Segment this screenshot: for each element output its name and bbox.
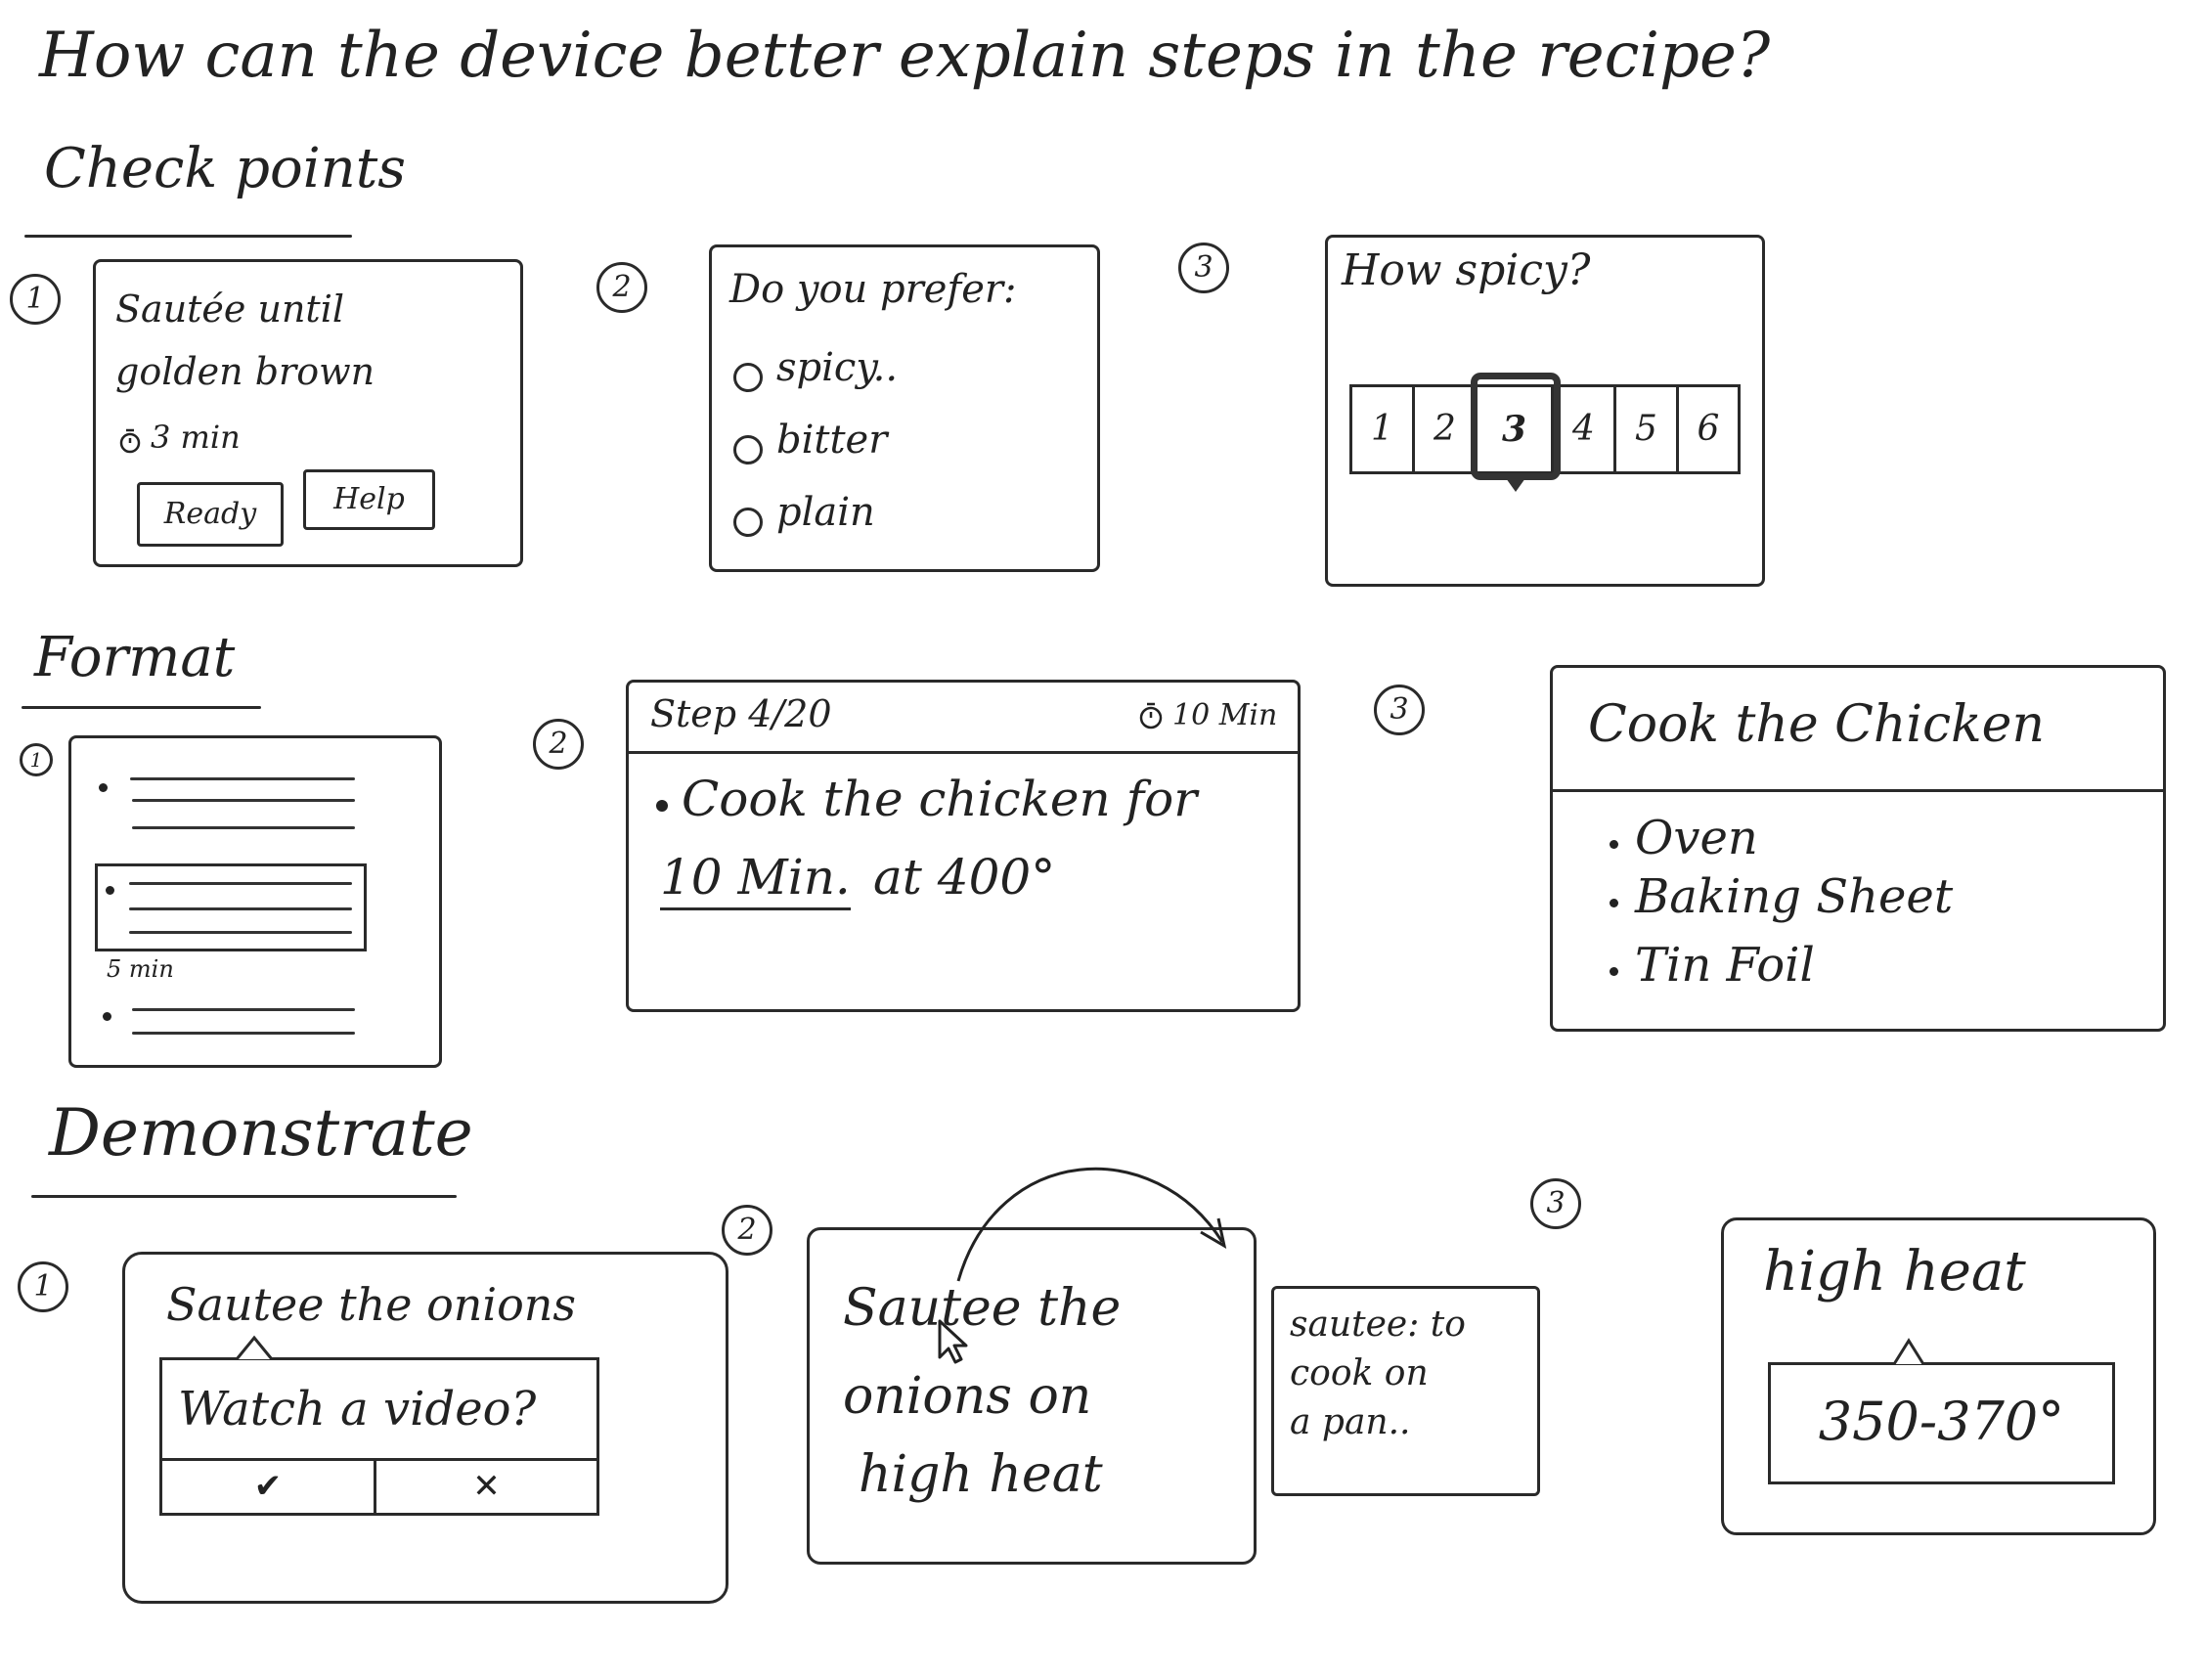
scale-option-4[interactable]: 4	[1554, 387, 1616, 471]
checkpoints-heading-underline	[24, 235, 352, 238]
curved-arrow-icon	[929, 1125, 1340, 1320]
format-sketch2-number: 2	[533, 719, 584, 770]
list-line	[129, 882, 352, 885]
checkpoints-sketch3-prompt: How spicy?	[1342, 245, 1591, 295]
format-sketch2-instruction-time[interactable]: 10 Min.	[660, 849, 851, 910]
list-bullet	[99, 783, 108, 792]
format-heading: Format	[34, 626, 236, 689]
ready-button[interactable]: Ready	[137, 482, 284, 547]
scale-pointer-icon	[1504, 478, 1527, 494]
cancel-close-icon[interactable]: ✕	[472, 1467, 501, 1506]
checkpoints-sketch2-prompt: Do you prefer:	[729, 267, 1017, 312]
header-divider	[629, 751, 1298, 754]
spiciness-scale: 1 2 3 4 5 6	[1349, 384, 1741, 474]
format-sketch3-number: 3	[1374, 685, 1425, 735]
format-sketch2-instruction-part1: Cook the chicken for	[682, 771, 1198, 827]
format-sketch3-item-oven: Oven	[1635, 811, 1758, 865]
checkpoints-sketch3-number: 3	[1178, 243, 1229, 293]
format-sketch2-instruction-part2: at 400°	[873, 849, 1056, 906]
scale-option-6[interactable]: 6	[1697, 409, 1720, 449]
list-line	[129, 931, 352, 934]
video-prompt-popover: Watch a video? ✔ ✕	[159, 1357, 599, 1516]
list-line	[132, 799, 355, 802]
demonstrate-heading: Demonstrate	[49, 1095, 473, 1171]
definition-line2: cook on	[1290, 1353, 1429, 1393]
demonstrate-sketch1-card: Sautee the onions Watch a video? ✔ ✕	[122, 1252, 728, 1604]
demonstrate-sketch2-line1[interactable]: Sautee the	[843, 1279, 1122, 1338]
scale-option-3[interactable]: 3	[1478, 387, 1554, 471]
demonstrate-sketch3-card: high heat 350-370°	[1721, 1217, 2156, 1535]
list-line	[132, 1008, 355, 1011]
format-sketch3-title: Cook the Chicken	[1588, 695, 2045, 754]
checkpoints-sketch2-number: 2	[596, 262, 647, 313]
format-sketch1-card: 5 min	[68, 735, 442, 1068]
list-bullet	[106, 886, 114, 895]
option-label-plain: plain	[776, 490, 875, 535]
highlighted-list-item[interactable]	[95, 863, 367, 951]
mouse-cursor-icon	[937, 1318, 970, 1365]
item-bullet	[1610, 840, 1618, 849]
list-line	[129, 907, 352, 910]
demonstrate-sketch1-number: 1	[18, 1261, 68, 1312]
scale-option-1[interactable]: 1	[1352, 387, 1415, 471]
scale-selection-indicator	[1471, 373, 1561, 480]
format-sketch3-item-baking-sheet: Baking Sheet	[1635, 869, 1954, 924]
value-popover: 350-370°	[1768, 1362, 2115, 1484]
format-sketch1-duration: 5 min	[107, 955, 174, 983]
popover-divider	[162, 1458, 596, 1461]
demonstrate-sketch2-line2: onions on	[843, 1367, 1092, 1426]
format-sketch1-number: 1	[20, 743, 53, 776]
option-radio-plain[interactable]	[733, 508, 763, 537]
demonstrate-sketch1-prompt: Watch a video?	[178, 1382, 537, 1437]
list-bullet	[103, 1012, 111, 1021]
option-label-spicy: spicy..	[776, 345, 899, 390]
popover-button-divider	[374, 1458, 376, 1513]
header-divider	[1553, 789, 2163, 792]
demonstrate-sketch2-card: Sautee the onions on high heat	[807, 1227, 1257, 1565]
timer-icon	[1137, 702, 1165, 729]
checkpoints-sketch1-line1: Sautée until	[115, 287, 345, 331]
option-label-bitter: bitter	[776, 418, 888, 463]
option-radio-bitter[interactable]	[733, 435, 763, 464]
demonstrate-sketch3-number: 3	[1530, 1178, 1581, 1229]
popover-pointer	[235, 1335, 274, 1360]
checkpoints-sketch1-card: Sautée until golden brown 3 min Ready He…	[93, 259, 523, 567]
checkpoints-sketch1-number: 1	[10, 274, 61, 325]
instruction-bullet	[656, 800, 668, 812]
checkpoints-heading: Check points	[44, 137, 406, 200]
page-title: How can the device better explain steps …	[39, 20, 1771, 92]
item-bullet	[1610, 967, 1618, 976]
demonstrate-sketch2-number: 2	[722, 1205, 772, 1256]
definition-line1: sautee: to	[1290, 1304, 1466, 1345]
list-line	[132, 826, 355, 829]
demonstrate-sketch2-line3: high heat	[859, 1445, 1103, 1504]
format-sketch3-card: Cook the Chicken Oven Baking Sheet Tin F…	[1550, 665, 2166, 1032]
list-line	[132, 1032, 355, 1035]
item-bullet	[1610, 899, 1618, 907]
checkpoints-sketch3-card: How spicy? 1 2 3 4 5 6	[1325, 235, 1765, 587]
format-sketch2-card: Step 4/20 10 Min Cook the chicken for 10…	[626, 680, 1301, 1012]
timer-icon	[117, 428, 143, 454]
checkpoints-sketch2-card: Do you prefer: spicy.. bitter plain	[709, 244, 1100, 572]
list-line	[130, 777, 355, 780]
demonstrate-heading-underline	[31, 1195, 457, 1198]
scale-option-2[interactable]: 2	[1415, 387, 1478, 471]
format-sketch3-item-tin-foil: Tin Foil	[1635, 938, 1815, 993]
format-sketch2-timer: 10 Min	[1172, 698, 1278, 732]
scale-option-5[interactable]: 5	[1616, 387, 1679, 471]
demonstrate-sketch3-value: 350-370°	[1818, 1391, 2065, 1452]
demonstrate-sketch1-title: Sautee the onions	[166, 1278, 577, 1331]
confirm-check-icon[interactable]: ✔	[253, 1467, 283, 1506]
format-heading-underline	[22, 706, 261, 709]
definition-card: sautee: to cook on a pan..	[1271, 1286, 1540, 1496]
definition-line3: a pan..	[1290, 1402, 1411, 1442]
popover-pointer	[1892, 1338, 1925, 1365]
demonstrate-sketch3-title[interactable]: high heat	[1763, 1240, 2026, 1304]
format-sketch2-step-label: Step 4/20	[650, 692, 832, 735]
option-radio-spicy[interactable]	[733, 363, 763, 392]
help-button[interactable]: Help	[303, 469, 435, 530]
checkpoints-sketch1-timer: 3 min	[151, 419, 241, 456]
checkpoints-sketch1-line2: golden brown	[115, 350, 375, 393]
